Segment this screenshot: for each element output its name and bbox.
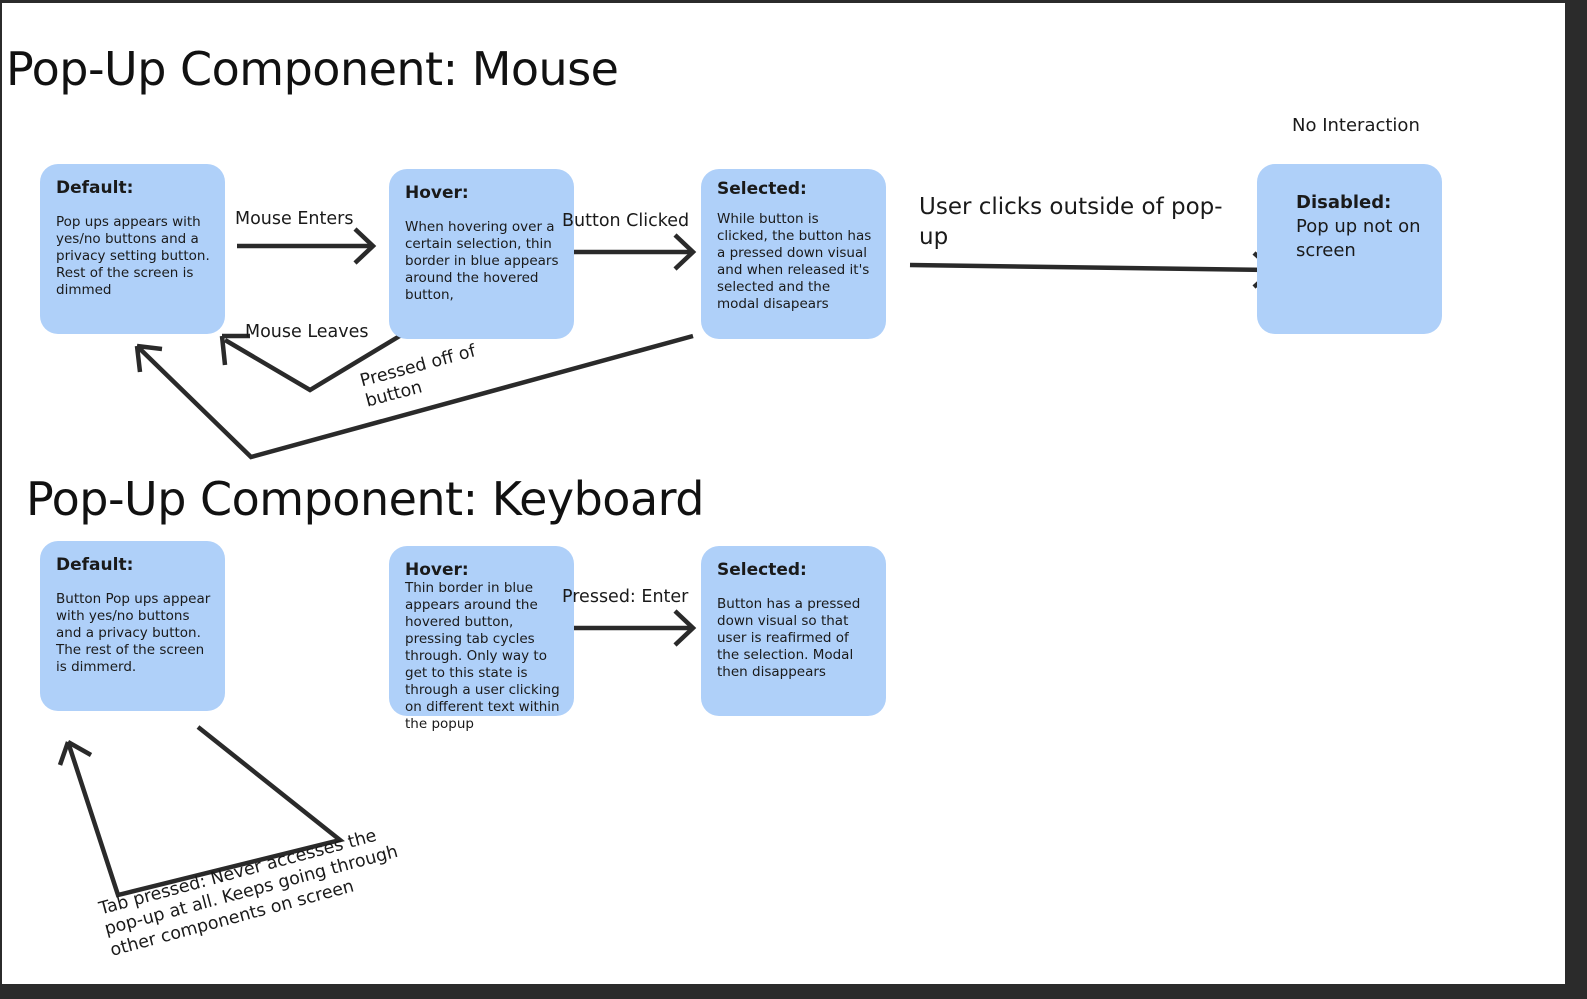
state-card-disabled-mouse: Disabled: Pop up not on screen: [1257, 164, 1442, 334]
state-heading: Hover:: [405, 183, 469, 203]
state-heading: Selected:: [717, 179, 807, 199]
state-description: Button has a pressed down visual so that…: [717, 596, 861, 680]
state-description: Pop ups appears with yes/no buttons and …: [56, 214, 210, 298]
state-heading: Hover:: [405, 560, 469, 580]
state-card-default-keyboard: Default: Button Pop ups appear with yes/…: [40, 541, 225, 711]
transition-label-click-outside: User clicks outside of pop-up: [919, 194, 1223, 250]
state-heading: Default:: [56, 555, 134, 575]
state-heading: Disabled:: [1296, 192, 1392, 213]
state-card-hover-mouse: Hover: When hovering over a certain sele…: [389, 169, 574, 339]
state-description: While button is clicked, the button has …: [717, 211, 872, 312]
transition-label-pressed-enter: Pressed: Enter: [562, 587, 689, 607]
state-description: Thin border in blue appears around the h…: [405, 580, 560, 732]
state-heading: Selected:: [717, 560, 807, 580]
state-card-default-mouse: Default: Pop ups appears with yes/no but…: [40, 164, 225, 334]
transition-label-button-clicked: Button Clicked: [562, 211, 690, 231]
state-description: When hovering over a certain selection, …: [405, 219, 559, 303]
state-description: Button Pop ups appear with yes/no button…: [56, 591, 211, 675]
transition-label-mouse-leaves: Mouse Leaves: [245, 322, 369, 342]
state-description: Pop up not on screen: [1296, 216, 1421, 261]
section-title-keyboard: Pop-Up Component: Keyboard: [26, 472, 704, 526]
transition-label-mouse-enters: Mouse Enters: [235, 209, 354, 229]
state-card-hover-keyboard: Hover: Thin border in blue appears aroun…: [389, 546, 574, 732]
transition-label-no-interaction: No Interaction: [1292, 115, 1420, 136]
state-heading: Default:: [56, 178, 134, 198]
state-card-selected-keyboard: Selected: Button has a pressed down visu…: [701, 546, 886, 716]
state-card-selected-mouse: Selected: While button is clicked, the b…: [701, 169, 886, 339]
section-title-mouse: Pop-Up Component: Mouse: [6, 42, 619, 96]
